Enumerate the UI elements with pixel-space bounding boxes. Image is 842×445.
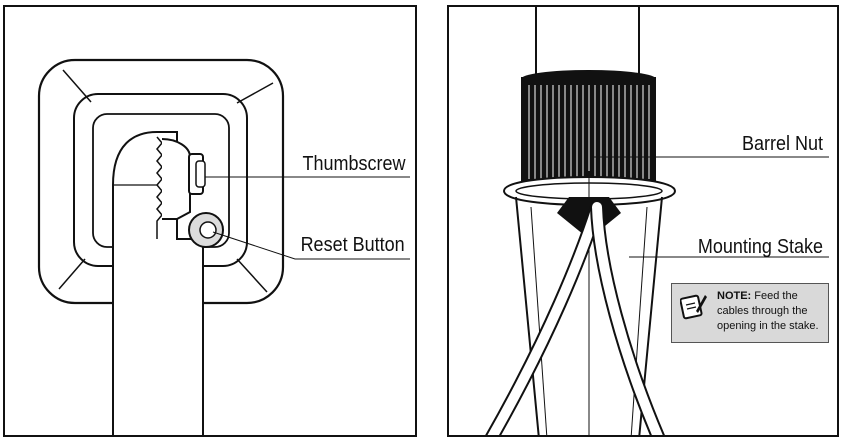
note-title: NOTE: xyxy=(717,290,752,302)
reset-button-icon xyxy=(188,212,224,248)
note-box: NOTE: Feed the cables through the openin… xyxy=(671,283,829,343)
cables xyxy=(485,200,665,435)
stake-illustration xyxy=(485,7,829,435)
note-text: NOTE: Feed the cables through the openin… xyxy=(717,289,829,334)
reset-button-label: Reset Button xyxy=(300,234,405,256)
clamp-head xyxy=(161,138,191,220)
thumbscrew-icon xyxy=(188,153,206,195)
note-pencil-icon xyxy=(680,294,707,320)
reset-leader xyxy=(212,231,410,260)
left-illustration-panel: Thumbscrew Reset Button xyxy=(3,5,417,437)
mounting-stake-label: Mounting Stake xyxy=(697,236,823,258)
note-body: Feed the cables through the opening in t… xyxy=(717,290,819,332)
barrel-nut-icon xyxy=(521,70,656,183)
hinge-serration xyxy=(156,136,163,239)
mount-illustration xyxy=(37,58,410,435)
thumbscrew-label: Thumbscrew xyxy=(301,153,405,175)
barrel-nut-label: Barrel Nut xyxy=(741,133,823,155)
right-illustration-panel: Barrel Nut Mounting Stake NOTE: Feed the… xyxy=(447,5,839,437)
